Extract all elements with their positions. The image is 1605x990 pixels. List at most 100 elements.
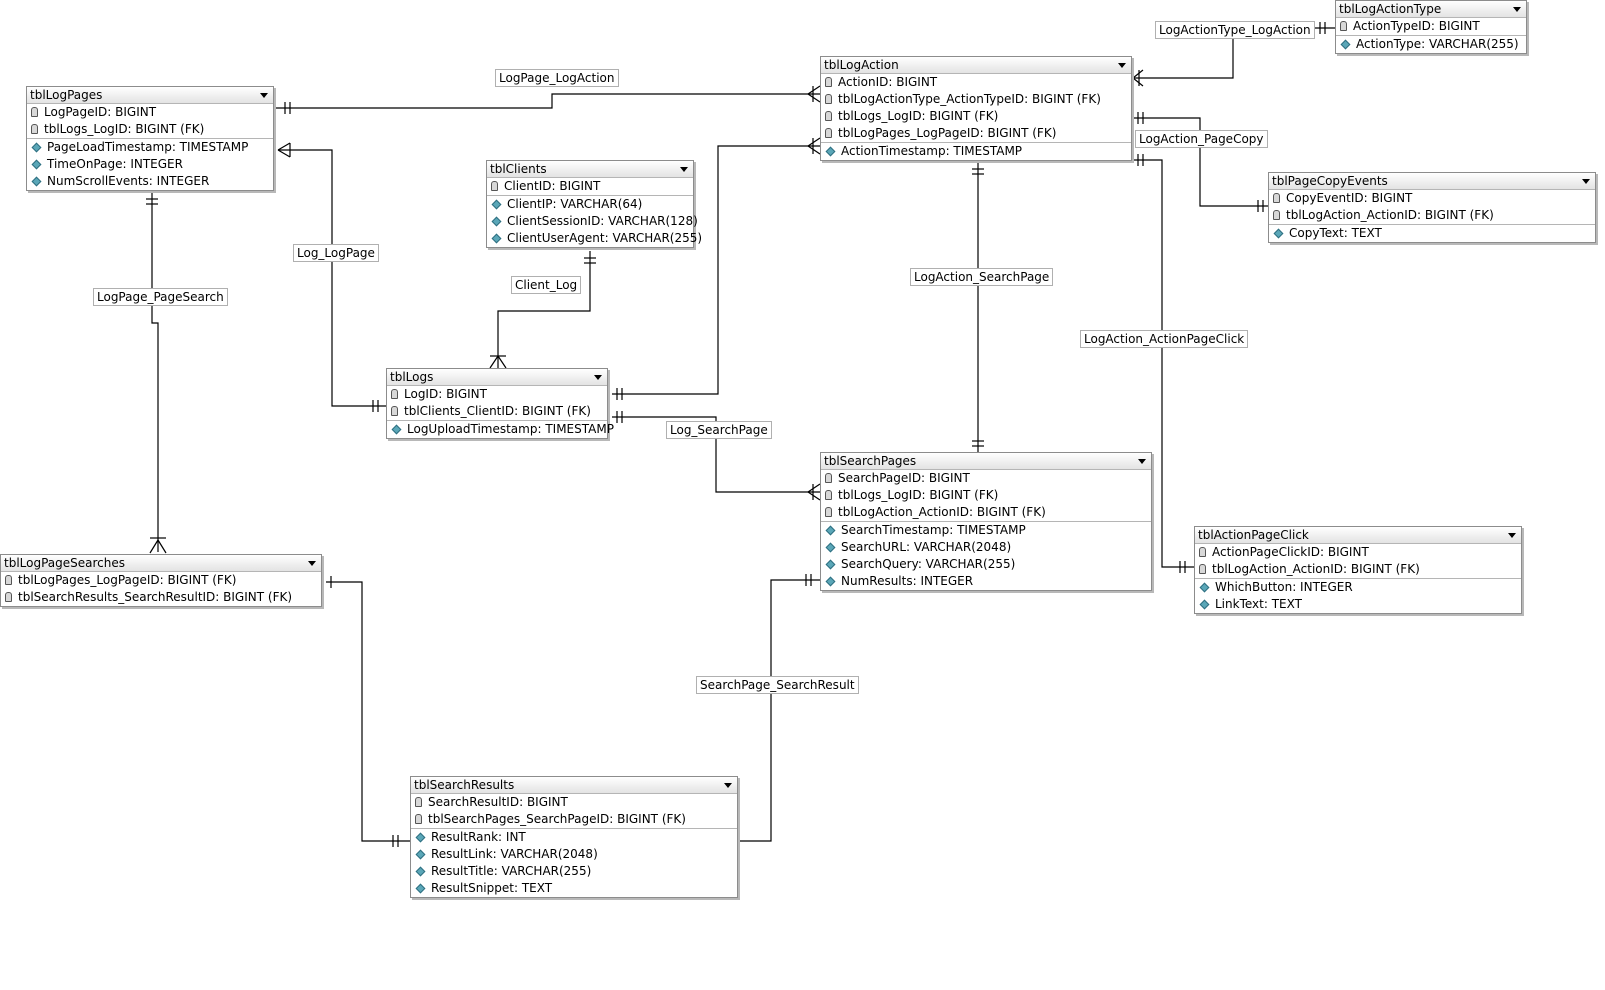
rel-label-log-searchpage[interactable]: Log_SearchPage xyxy=(666,421,772,439)
rel-label-logaction-pagecopy[interactable]: LogAction_PageCopy xyxy=(1135,130,1268,148)
column-label: ActionTimestamp: TIMESTAMP xyxy=(841,144,1023,158)
key-icon xyxy=(825,473,832,483)
column-label: tblLogPages_LogPageID: BIGINT (FK) xyxy=(838,126,1057,140)
column-row[interactable]: tblSearchResults_SearchResultID: BIGINT … xyxy=(1,589,321,606)
column-row[interactable]: LinkText: TEXT xyxy=(1195,596,1521,613)
column-row[interactable]: ActionType: VARCHAR(255) xyxy=(1336,36,1526,53)
column-row[interactable]: tblLogs_LogID: BIGINT (FK) xyxy=(821,108,1131,125)
table-tblLogActionType[interactable]: tblLogActionType ActionTypeID: BIGINT Ac… xyxy=(1335,0,1527,54)
rel-label-logactiontype-logaction[interactable]: LogActionType_LogAction xyxy=(1155,21,1315,39)
column-label: tblSearchPages_SearchPageID: BIGINT (FK) xyxy=(428,812,686,826)
table-tblActionPageClick[interactable]: tblActionPageClick ActionPageClickID: BI… xyxy=(1194,526,1522,614)
column-row[interactable]: TimeOnPage: INTEGER xyxy=(27,156,273,173)
column-row[interactable]: ResultRank: INT xyxy=(411,829,737,846)
column-label: ClientID: BIGINT xyxy=(504,179,601,193)
column-row[interactable]: ActionTimestamp: TIMESTAMP xyxy=(821,143,1131,160)
table-header[interactable]: tblSearchPages xyxy=(821,453,1151,470)
column-row[interactable]: SearchPageID: BIGINT xyxy=(821,470,1151,487)
rel-label-logpage-pagesearch[interactable]: LogPage_PageSearch xyxy=(93,288,228,306)
column-label: PageLoadTimestamp: TIMESTAMP xyxy=(47,140,249,154)
column-row[interactable]: tblLogs_LogID: BIGINT (FK) xyxy=(821,487,1151,504)
chevron-down-icon[interactable] xyxy=(1118,63,1126,68)
column-row[interactable]: tblLogPages_LogPageID: BIGINT (FK) xyxy=(1,572,321,589)
column-icon xyxy=(415,866,426,877)
table-tblSearchPages[interactable]: tblSearchPages SearchPageID: BIGINT tblL… xyxy=(820,452,1152,591)
table-header[interactable]: tblActionPageClick xyxy=(1195,527,1521,544)
column-row[interactable]: SearchResultID: BIGINT xyxy=(411,794,737,811)
column-row[interactable]: tblLogAction_ActionID: BIGINT (FK) xyxy=(1195,561,1521,578)
column-label: tblClients_ClientID: BIGINT (FK) xyxy=(404,404,591,418)
chevron-down-icon[interactable] xyxy=(260,93,268,98)
rel-label-searchpage-searchresult[interactable]: SearchPage_SearchResult xyxy=(696,676,859,694)
table-title: tblLogPages xyxy=(30,88,103,102)
table-tblLogPageSearches[interactable]: tblLogPageSearches tblLogPages_LogPageID… xyxy=(0,554,322,607)
column-row[interactable]: NumResults: INTEGER xyxy=(821,573,1151,590)
column-row[interactable]: SearchQuery: VARCHAR(255) xyxy=(821,556,1151,573)
rel-line-logpage-pagesearch xyxy=(151,192,159,552)
table-tblLogAction[interactable]: tblLogAction ActionID: BIGINT tblLogActi… xyxy=(820,56,1132,161)
column-row[interactable]: ResultTitle: VARCHAR(255) xyxy=(411,863,737,880)
column-row[interactable]: tblLogPages_LogPageID: BIGINT (FK) xyxy=(821,125,1131,142)
table-header[interactable]: tblClients xyxy=(487,161,693,178)
column-label: ResultLink: VARCHAR(2048) xyxy=(431,847,598,861)
table-header[interactable]: tblPageCopyEvents xyxy=(1269,173,1595,190)
column-row[interactable]: tblSearchPages_SearchPageID: BIGINT (FK) xyxy=(411,811,737,828)
column-row[interactable]: tblClients_ClientID: BIGINT (FK) xyxy=(387,403,607,420)
column-label: SearchResultID: BIGINT xyxy=(428,795,568,809)
key-icon xyxy=(31,124,38,134)
table-header[interactable]: tblLogPageSearches xyxy=(1,555,321,572)
column-row[interactable]: SearchTimestamp: TIMESTAMP xyxy=(821,522,1151,539)
chevron-down-icon[interactable] xyxy=(1582,179,1590,184)
column-row[interactable]: LogID: BIGINT xyxy=(387,386,607,403)
table-tblClients[interactable]: tblClients ClientID: BIGINT ClientIP: VA… xyxy=(486,160,702,248)
column-row[interactable]: ClientIP: VARCHAR(64) xyxy=(487,196,693,213)
column-row[interactable]: SearchURL: VARCHAR(2048) xyxy=(821,539,1151,556)
column-row[interactable]: ClientUserAgent: VARCHAR(255) xyxy=(487,230,702,247)
column-row[interactable]: NumScrollEvents: INTEGER xyxy=(27,173,273,190)
rel-label-logpage-logaction[interactable]: LogPage_LogAction xyxy=(495,69,619,87)
rel-label-log-logpage[interactable]: Log_LogPage xyxy=(293,244,379,262)
column-row[interactable]: ClientID: BIGINT xyxy=(487,178,693,195)
column-row[interactable]: LogUploadTimestamp: TIMESTAMP xyxy=(387,421,614,438)
chevron-down-icon[interactable] xyxy=(308,561,316,566)
table-tblPageCopyEvents[interactable]: tblPageCopyEvents CopyEventID: BIGINT tb… xyxy=(1268,172,1596,243)
column-row[interactable]: LogPageID: BIGINT xyxy=(27,104,273,121)
table-tblSearchResults[interactable]: tblSearchResults SearchResultID: BIGINT … xyxy=(410,776,738,898)
rel-label-client-log[interactable]: Client_Log xyxy=(511,276,582,294)
rel-label-logaction-actionpageclick[interactable]: LogAction_ActionPageClick xyxy=(1080,330,1249,348)
table-header[interactable]: tblLogAction xyxy=(821,57,1131,74)
column-row[interactable]: CopyText: TEXT xyxy=(1269,225,1595,242)
column-row[interactable]: ActionID: BIGINT xyxy=(821,74,1131,91)
chevron-down-icon[interactable] xyxy=(594,375,602,380)
chevron-down-icon[interactable] xyxy=(1138,459,1146,464)
column-row[interactable]: ActionPageClickID: BIGINT xyxy=(1195,544,1521,561)
table-header[interactable]: tblLogPages xyxy=(27,87,273,104)
column-row[interactable]: PageLoadTimestamp: TIMESTAMP xyxy=(27,139,273,156)
column-row[interactable]: tblLogs_LogID: BIGINT (FK) xyxy=(27,121,273,138)
column-row[interactable]: WhichButton: INTEGER xyxy=(1195,579,1521,596)
key-columns: LogPageID: BIGINT tblLogs_LogID: BIGINT … xyxy=(27,104,273,138)
table-header[interactable]: tblSearchResults xyxy=(411,777,737,794)
chevron-down-icon[interactable] xyxy=(724,783,732,788)
chevron-down-icon[interactable] xyxy=(1508,533,1516,538)
table-header[interactable]: tblLogActionType xyxy=(1336,1,1526,18)
column-row[interactable]: tblLogAction_ActionID: BIGINT (FK) xyxy=(821,504,1151,521)
rel-label-logaction-searchpage[interactable]: LogAction_SearchPage xyxy=(910,268,1054,286)
column-row[interactable]: CopyEventID: BIGINT xyxy=(1269,190,1595,207)
column-icon xyxy=(31,176,42,187)
many-marker xyxy=(807,85,821,103)
table-tblLogs[interactable]: tblLogs LogID: BIGINT tblClients_ClientI… xyxy=(386,368,614,439)
key-columns: ActionPageClickID: BIGINT tblLogAction_A… xyxy=(1195,544,1521,578)
column-row[interactable]: tblLogAction_ActionID: BIGINT (FK) xyxy=(1269,207,1595,224)
chevron-down-icon[interactable] xyxy=(1513,7,1521,12)
key-icon xyxy=(825,77,832,87)
column-row[interactable]: ClientSessionID: VARCHAR(128) xyxy=(487,213,698,230)
table-tblLogPages[interactable]: tblLogPages LogPageID: BIGINT tblLogs_Lo… xyxy=(26,86,274,191)
column-icon xyxy=(1273,228,1284,239)
column-row[interactable]: ActionTypeID: BIGINT xyxy=(1336,18,1526,35)
column-row[interactable]: ResultLink: VARCHAR(2048) xyxy=(411,846,737,863)
column-row[interactable]: tblLogActionType_ActionTypeID: BIGINT (F… xyxy=(821,91,1131,108)
table-header[interactable]: tblLogs xyxy=(387,369,607,386)
chevron-down-icon[interactable] xyxy=(680,167,688,172)
column-row[interactable]: ResultSnippet: TEXT xyxy=(411,880,737,897)
